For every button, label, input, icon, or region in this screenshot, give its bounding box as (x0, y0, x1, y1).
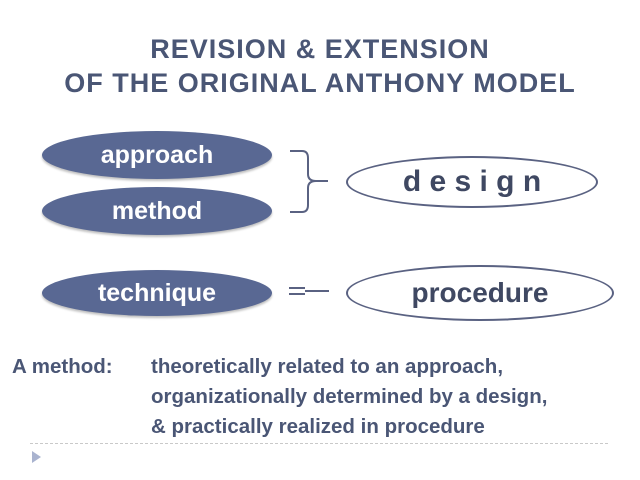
definition-line-2: organizationally determined by a design, (151, 385, 548, 408)
procedure-label: procedure (411, 277, 549, 308)
method-pill: method (42, 187, 272, 235)
technique-label: technique (97, 278, 217, 307)
design-label: d e s i g n (402, 165, 542, 198)
footer-divider (30, 443, 608, 444)
procedure-oval: procedure (346, 265, 614, 321)
design-oval: d e s i g n (346, 156, 598, 208)
definition-line-3: & practically realized in procedure (151, 415, 485, 438)
brace-connector (290, 150, 328, 213)
slide-title-line-2: OF THE ORIGINAL ANTHONY MODEL (64, 68, 576, 98)
technique-pill: technique (42, 270, 272, 316)
method-label: method (111, 196, 203, 225)
slide-title-line-1: REVISION & EXTENSION (150, 34, 490, 64)
approach-label: approach (100, 140, 214, 169)
definition-line-1: theoretically related to an approach, (151, 355, 504, 378)
triangle-right-icon[interactable] (32, 451, 41, 463)
approach-pill: approach (42, 131, 272, 179)
definition-label: A method: (12, 355, 113, 378)
